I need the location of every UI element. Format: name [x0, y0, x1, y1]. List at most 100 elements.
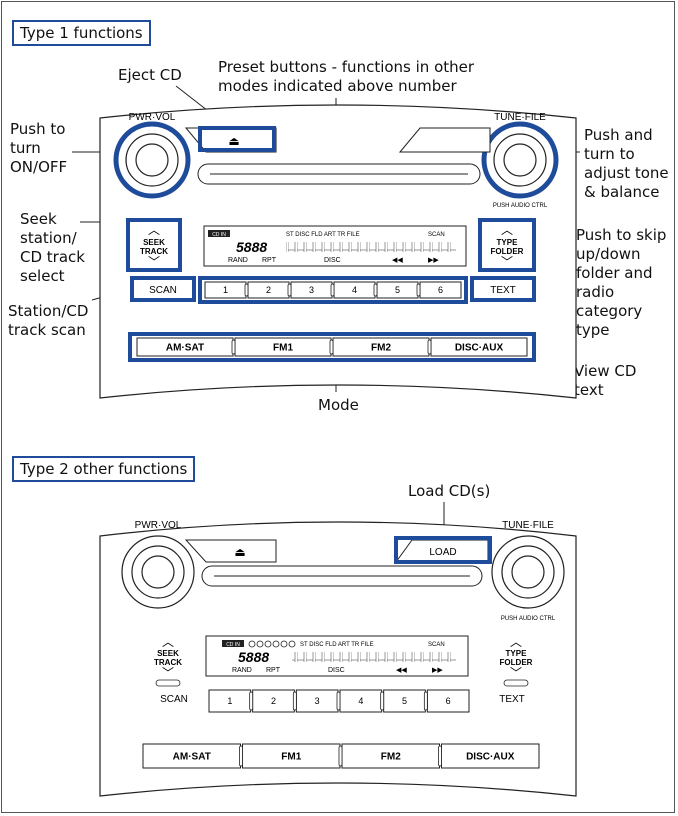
preset-button-3[interactable]: 3	[292, 689, 339, 713]
mode-buttons: AM·SAT FM1 FM2 DISC·AUX	[136, 337, 528, 357]
display-rpt: RPT	[262, 257, 277, 264]
preset-button-3[interactable]: 3	[287, 281, 333, 299]
mode-button-2[interactable]: FM1	[239, 743, 341, 769]
eject-callout: Eject CD	[118, 66, 182, 84]
chevron-down-icon: ﹀	[510, 666, 522, 680]
preset-button-label: 4	[358, 696, 363, 706]
preset-button-2[interactable]: 2	[244, 281, 290, 299]
mode-button-label: AM·SAT	[166, 343, 204, 354]
text-button[interactable]: TEXT	[499, 694, 525, 705]
type-folder-button[interactable]	[478, 218, 536, 272]
seek-callout: Seek station/ CD track select	[20, 210, 85, 285]
power-volume-knob[interactable]	[113, 121, 191, 199]
tune-file-label: TUNE·FILE	[502, 520, 554, 531]
mode-button-label: FM2	[371, 343, 391, 354]
preset-button-5[interactable]: 5	[380, 689, 426, 713]
type2-title: Type 2 other functions	[12, 456, 196, 482]
display-disc: DISC	[324, 257, 341, 264]
seek-track-button[interactable]: ︿ SEEK TRACK ﹀	[154, 635, 182, 687]
mode-button-1[interactable]: AM·SAT	[142, 743, 241, 769]
seek-track-button[interactable]	[126, 218, 182, 272]
preset-button-label: 6	[438, 285, 443, 295]
rewind-icon: ◀◀	[396, 667, 407, 674]
mode-button-label: FM1	[273, 343, 293, 354]
mode-button-4[interactable]: DISC·AUX	[438, 743, 540, 769]
type-folder-button[interactable]: ︿ TYPE FOLDER ﹀	[500, 635, 533, 687]
power-volume-knob[interactable]	[121, 535, 195, 609]
scan-button[interactable]: SCAN	[160, 694, 188, 705]
eject-button[interactable]	[184, 539, 277, 563]
preset-button-5[interactable]: 5	[373, 281, 419, 299]
cd-in-indicator: CD IN	[226, 642, 240, 648]
display-scan: SCAN	[428, 232, 445, 238]
power-callout: Push to turn ON/OFF	[10, 120, 68, 176]
load-button[interactable]	[394, 536, 492, 564]
disc-slot-indicators	[248, 640, 296, 648]
display-digits: 5888	[236, 239, 267, 255]
display-disc: DISC	[328, 667, 345, 674]
type-label: TYPE	[497, 238, 519, 247]
text-button[interactable]	[470, 276, 536, 302]
preset-button-label: 1	[227, 696, 232, 706]
scan-label: SCAN	[149, 285, 177, 296]
chevron-up-icon: ︿	[510, 635, 522, 649]
folder-label: FOLDER	[500, 658, 533, 667]
preset-button-label: 6	[446, 696, 451, 706]
tune-file-knob[interactable]	[491, 535, 565, 609]
preset-button-6[interactable]: 6	[423, 689, 470, 713]
rewind-icon: ◀◀	[392, 257, 403, 264]
type-label: TYPE	[506, 649, 528, 658]
eject-button[interactable]	[198, 126, 276, 152]
tone-callout: Push and turn to adjust tone & balance	[584, 126, 669, 201]
mode-button-4[interactable]: DISC·AUX	[427, 337, 528, 357]
load-label: LOAD	[429, 547, 456, 558]
preset-button-4[interactable]: 4	[330, 281, 376, 299]
scan-button[interactable]	[130, 276, 196, 302]
pwr-vol-label: PWR·VOL	[129, 112, 176, 123]
preset-button-1[interactable]: 1	[208, 689, 252, 713]
fast-forward-icon: ▶▶	[428, 257, 439, 264]
cd-in-indicator: CD IN	[212, 232, 226, 238]
chevron-up-icon: ︿	[148, 223, 160, 237]
seek-label: SEEK	[157, 649, 179, 658]
preset-button-2[interactable]: 2	[249, 689, 295, 713]
text-label: TEXT	[490, 285, 516, 296]
tune-file-knob[interactable]	[481, 121, 559, 199]
push-audio-label: PUSH AUDIO CTRL	[501, 616, 556, 622]
preset-button-label: 3	[309, 285, 314, 295]
push-audio-label: PUSH AUDIO CTRL	[493, 203, 548, 209]
chevron-up-icon: ︿	[501, 223, 513, 237]
scan-callout: Station/CD track scan	[8, 302, 89, 339]
load-callout: Load CD(s)	[408, 482, 491, 500]
eject-icon: ⏏	[234, 545, 245, 559]
preset-button-label: 5	[402, 696, 407, 706]
mode-button-label: FM1	[281, 752, 301, 763]
skip-callout: Push to skip up/down folder and radio ca…	[576, 226, 667, 339]
seek-label: SEEK	[143, 238, 165, 247]
preset-button-label: 2	[266, 285, 271, 295]
load-ramp	[398, 127, 491, 153]
mode-callout: Mode	[318, 396, 359, 414]
eject-icon: ⏏	[228, 134, 239, 148]
preset-callout: Preset buttons - functions in other mode…	[218, 58, 475, 95]
preset-button-6[interactable]: 6	[416, 281, 462, 299]
display-scan: SCAN	[428, 642, 445, 648]
mode-button-label: AM·SAT	[173, 752, 211, 763]
preset-button-4[interactable]: 4	[336, 689, 383, 713]
preset-button-label: 4	[352, 285, 357, 295]
chevron-down-icon: ﹀	[148, 255, 160, 269]
track-label: TRACK	[154, 658, 182, 667]
mode-button-label: DISC·AUX	[455, 343, 504, 354]
text-callout: View CD text	[574, 362, 637, 399]
folder-label: FOLDER	[491, 247, 524, 256]
chevron-down-icon: ﹀	[501, 255, 513, 269]
mode-button-3[interactable]: FM2	[338, 743, 440, 769]
lcd-display: CD IN ST DISC FLD ART TR FILE SCAN 5888 …	[205, 635, 469, 677]
tune-file-label: TUNE·FILE	[494, 112, 546, 123]
